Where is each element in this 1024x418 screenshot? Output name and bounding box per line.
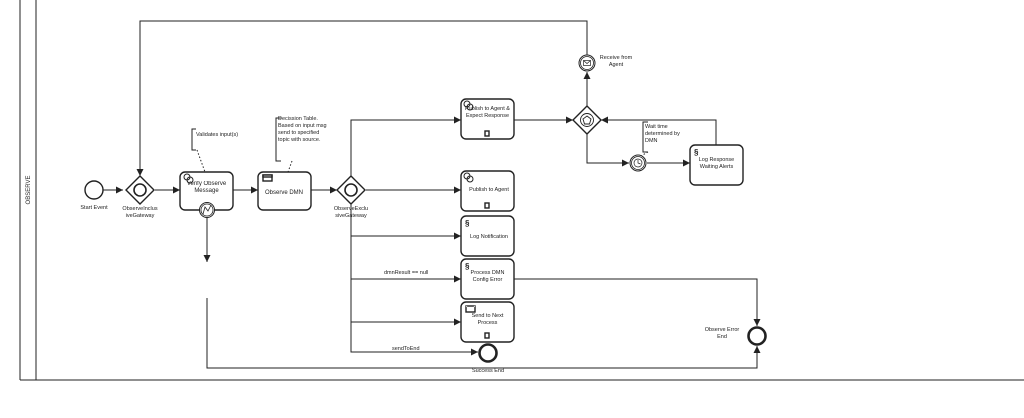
- task-send-next-label: Send to Next Process: [471, 313, 504, 326]
- envelope-icon: [583, 60, 591, 66]
- timer-event[interactable]: [629, 154, 647, 172]
- error-end-event[interactable]: Observe Error End: [698, 326, 767, 346]
- start-event-label: Start Event: [80, 205, 108, 211]
- script-icon: §: [465, 262, 470, 271]
- subprocess-marker: [484, 202, 490, 209]
- success-end-event[interactable]: Success End: [472, 343, 504, 375]
- pentagon-icon: [582, 115, 592, 125]
- inclusive-gateway[interactable]: ObserveInclusiveGateway: [112, 175, 168, 226]
- task-dmn-config-error-label: Process DMN Config Error: [470, 270, 505, 283]
- task-log-waiting-label: Log Response Waiting Alerts: [698, 157, 735, 170]
- task-log-notification-label: Log Notification: [470, 234, 508, 240]
- task-log-notification[interactable]: § Log Notification: [460, 215, 515, 257]
- subprocess-marker: [484, 130, 490, 137]
- envelope-icon: [465, 305, 476, 313]
- clock-icon: [633, 158, 643, 168]
- script-icon: §: [465, 219, 470, 228]
- exclusive-gateway[interactable]: ObserveExclusiveGateway: [323, 175, 379, 226]
- sequence-flows: [103, 20, 761, 369]
- inclusive-gateway-icon: [133, 183, 147, 197]
- exclusive-gateway-label: ObserveExclusiveGateway: [333, 206, 369, 219]
- task-publish-label: Publish to Agent: [469, 187, 509, 193]
- receive-event-label: Receive from Agent: [599, 55, 633, 68]
- inclusive-gateway-label: ObserveInclusiveGateway: [122, 206, 158, 219]
- success-end-label: Success End: [472, 368, 504, 374]
- task-verify-label: Verify Observe Message: [186, 181, 227, 194]
- svg-text:Validates input(s): Validates input(s): [196, 132, 238, 138]
- exclusive-gateway-icon: [344, 183, 358, 197]
- annotation-validates-text: Validates input(s): [196, 132, 238, 138]
- task-publish-expect[interactable]: Publish to Agent & Expect Response: [460, 98, 515, 140]
- annotation-wait-text: Wait time determined by DMN: [645, 124, 680, 144]
- annotation-decision: Decission Table. Based on input msg send…: [275, 116, 327, 173]
- flow-label-send-to-end: sendToEnd: [392, 346, 420, 352]
- gear-icon: [463, 100, 474, 111]
- annotation-wait: Wait time determined by DMN: [638, 121, 680, 158]
- flow-label-dmn-null: dmnResult == null: [384, 270, 428, 276]
- gear-icon: [463, 172, 474, 183]
- event-gateway[interactable]: [572, 105, 602, 135]
- gear-icon: [183, 173, 194, 184]
- receive-event[interactable]: Receive from Agent: [578, 54, 636, 72]
- subprocess-marker: [484, 332, 490, 339]
- task-verify[interactable]: Verify Observe Message: [179, 171, 234, 218]
- task-publish-expect-label: Publish to Agent & Expect Response: [465, 106, 510, 119]
- task-send-next[interactable]: Send to Next Process: [460, 301, 515, 343]
- task-dmn-config-error[interactable]: § Process DMN Config Error: [460, 258, 515, 300]
- script-icon: §: [694, 148, 699, 157]
- task-log-waiting[interactable]: § Log Response Waiting Alerts: [689, 144, 744, 186]
- pool: OBSERVE: [19, 0, 1024, 381]
- table-icon: [262, 174, 273, 182]
- start-event[interactable]: Start Event: [80, 180, 108, 211]
- lane-label: OBSERVE: [26, 176, 32, 205]
- annotation-validates: Validates input(s): [191, 128, 238, 173]
- task-observe-dmn[interactable]: Observe DMN: [257, 171, 312, 211]
- task-publish[interactable]: Publish to Agent: [460, 170, 515, 212]
- task-observe-dmn-label: Observe DMN: [265, 190, 303, 196]
- error-end-label: Observe Error End: [704, 327, 740, 340]
- annotation-decision-text: Decission Table. Based on input msg send…: [278, 116, 327, 143]
- boundary-error-icon[interactable]: [199, 202, 215, 218]
